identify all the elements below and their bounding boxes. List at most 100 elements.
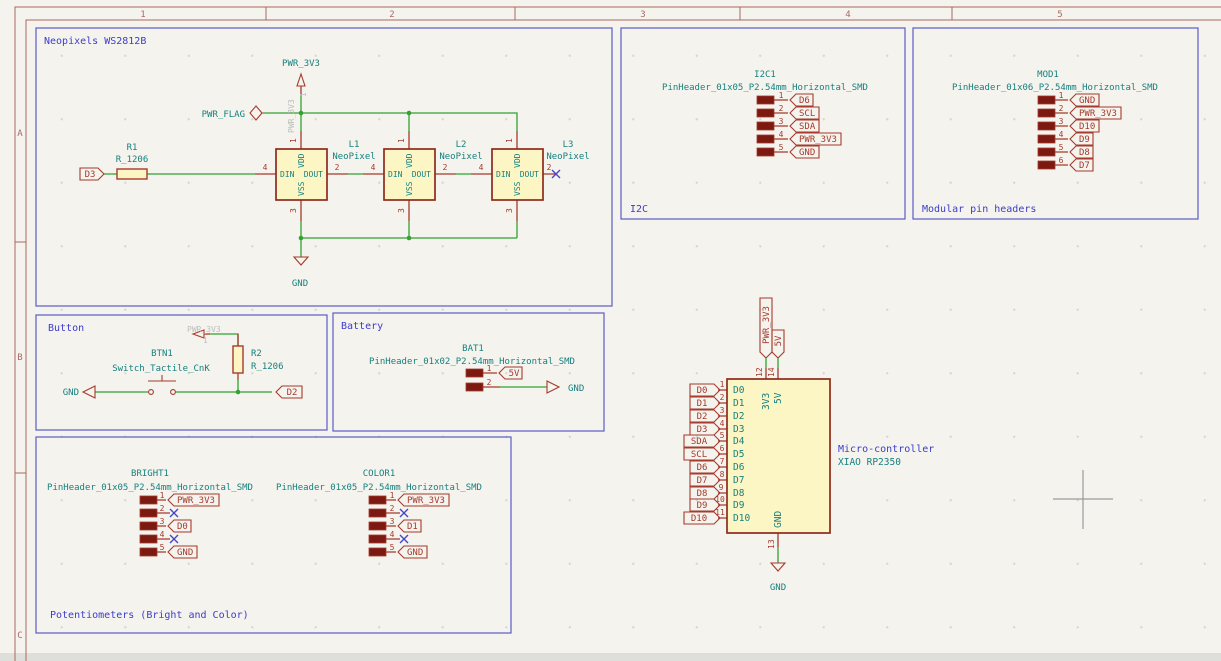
hier-label[interactable]: SCL: [691, 450, 707, 460]
hier-label-d2[interactable]: D2: [275, 385, 303, 399]
pin-pad[interactable]: [139, 534, 158, 544]
hier-label-5v[interactable]: 5V: [498, 366, 523, 380]
section-title-potentiometers[interactable]: Potentiometers (Bright and Color): [50, 610, 249, 621]
hier-label[interactable]: D7: [697, 476, 708, 486]
neopixel-value[interactable]: NeoPixel: [439, 152, 482, 162]
hier-label[interactable]: GND: [799, 148, 815, 158]
label-shape[interactable]: [789, 106, 820, 120]
section-box-i2c[interactable]: [620, 27, 906, 220]
pin-pad[interactable]: [465, 368, 484, 378]
global-label-shape-pwr3v3[interactable]: [759, 297, 773, 359]
label-shape[interactable]: [683, 434, 721, 448]
hier-label-gnd-left[interactable]: GND: [63, 385, 96, 399]
hier-label[interactable]: PWR_3V3: [1079, 109, 1117, 119]
header-footprint[interactable]: PinHeader_01x05_P2.54mm_Horizontal_SMD: [276, 483, 482, 493]
hier-label[interactable]: PWR_3V3: [177, 496, 215, 506]
label-shape[interactable]: [789, 119, 820, 133]
neopixel-ref[interactable]: L3: [563, 140, 574, 150]
section-title-neopixels[interactable]: Neopixels WS2812B: [44, 36, 146, 47]
i2c-header[interactable]: I2C1 PinHeader_01x05_P2.54mm_Horizontal_…: [662, 70, 868, 159]
label-shape[interactable]: [689, 422, 721, 436]
resistor-value[interactable]: R_1206: [116, 155, 149, 165]
no-connect-icon[interactable]: [169, 534, 179, 544]
label-shape[interactable]: [689, 460, 721, 474]
hier-label[interactable]: D10: [691, 514, 707, 524]
pin-pad[interactable]: [1037, 160, 1056, 170]
button-section[interactable]: PWR_3V3 1 R2 R_1206 BTN1 Switch_Tactile_…: [63, 325, 303, 399]
pin-pad[interactable]: [756, 108, 775, 118]
pins[interactable]: [471, 131, 556, 221]
hier-label[interactable]: D6: [799, 96, 810, 106]
gnd-symbol-mcu[interactable]: GND: [769, 562, 787, 593]
hier-label[interactable]: D6: [697, 463, 708, 473]
power-symbol-pwr3v3[interactable]: PWR_3V3 PWR_3V3 1: [282, 59, 320, 133]
hier-label[interactable]: D1: [407, 522, 418, 532]
pins[interactable]: [363, 131, 456, 221]
hier-label[interactable]: D1: [697, 399, 708, 409]
mcu-ref[interactable]: Micro-controller: [838, 444, 934, 455]
label-shape[interactable]: [397, 519, 422, 533]
neopixel-body[interactable]: [383, 148, 436, 201]
hier-label[interactable]: D10: [1079, 122, 1095, 132]
resistor-ref[interactable]: R1: [127, 143, 138, 153]
label-shape[interactable]: [79, 167, 105, 181]
label-shape[interactable]: [1069, 119, 1100, 133]
hier-label-d3[interactable]: D3: [79, 167, 105, 181]
mcu-value[interactable]: XIAO RP2350: [838, 457, 901, 468]
hier-label-gnd-right[interactable]: GND: [546, 380, 584, 394]
section-box-neopixels[interactable]: [35, 27, 613, 307]
header-footprint[interactable]: PinHeader_01x02_P2.54mm_Horizontal_SMD: [369, 357, 575, 367]
neopixel-ref[interactable]: L2: [456, 140, 467, 150]
pins[interactable]: [157, 499, 170, 553]
resistor-ref[interactable]: R2: [251, 349, 262, 359]
wires-top[interactable]: [765, 358, 779, 368]
color-header[interactable]: COLOR1 PinHeader_01x05_P2.54mm_Horizonta…: [276, 469, 482, 559]
pin-pad[interactable]: [756, 134, 775, 144]
pin-pad[interactable]: [368, 521, 387, 531]
label-shape[interactable]: [689, 409, 721, 423]
gnd-icon[interactable]: [769, 562, 787, 572]
power-flag-icon[interactable]: [249, 105, 264, 121]
pins[interactable]: [255, 131, 348, 221]
header-ref[interactable]: BAT1: [462, 344, 484, 354]
gnd-label[interactable]: GND: [770, 583, 786, 593]
pins[interactable]: [386, 499, 400, 553]
section-box-button[interactable]: [35, 314, 328, 431]
pin-pad[interactable]: [139, 508, 158, 518]
label-text[interactable]: GND: [568, 384, 584, 394]
label-shape[interactable]: [689, 396, 721, 410]
pin-pad[interactable]: [756, 147, 775, 157]
pin-pad[interactable]: [139, 547, 158, 557]
hier-label[interactable]: SDA: [691, 437, 708, 447]
pins-vertical[interactable]: [765, 368, 779, 547]
global-label-shape-5v[interactable]: [771, 329, 785, 359]
hier-label[interactable]: D7: [1079, 161, 1090, 171]
gnd-symbol-neopixels[interactable]: GND: [292, 256, 310, 289]
label-shape[interactable]: [275, 385, 303, 399]
header-footprint[interactable]: PinHeader_01x05_P2.54mm_Horizontal_SMD: [47, 483, 253, 493]
switch-ref[interactable]: BTN1: [151, 349, 173, 359]
section-title-modular[interactable]: Modular pin headers: [922, 204, 1036, 215]
section-title-i2c[interactable]: I2C: [630, 204, 648, 215]
section-title-battery[interactable]: Battery: [341, 321, 383, 332]
global-label-5v[interactable]: 5V: [774, 335, 784, 346]
pin-pad[interactable]: [368, 547, 387, 557]
hier-label[interactable]: D3: [697, 425, 708, 435]
label-shape[interactable]: [683, 447, 721, 461]
wire-vss-bus[interactable]: [300, 221, 518, 257]
gnd-label[interactable]: GND: [292, 279, 308, 289]
header-footprint[interactable]: PinHeader_01x06_P2.54mm_Horizontal_SMD: [952, 83, 1158, 93]
hier-label[interactable]: D0: [177, 522, 188, 532]
global-label-pwr3v3[interactable]: PWR_3V3: [762, 306, 772, 344]
pin-pad[interactable]: [1037, 95, 1056, 105]
neopixel-l2[interactable]: DIN DOUT VDD VSS 4 2 1 3 L2 NeoPixel: [363, 131, 483, 221]
no-connect-icon[interactable]: [169, 508, 179, 518]
label-text[interactable]: 5V: [509, 369, 520, 379]
section-box-potentiometers[interactable]: [35, 436, 512, 634]
hier-label[interactable]: GND: [407, 548, 423, 558]
neopixel-l1[interactable]: DIN DOUT VDD VSS 4 2 1 3 L1 NeoPixel: [255, 131, 376, 221]
resistor-value[interactable]: R_1206: [251, 362, 284, 372]
power-flag-label[interactable]: PWR_FLAG: [202, 110, 245, 120]
label-shape[interactable]: [1069, 106, 1122, 120]
pin-pad[interactable]: [756, 121, 775, 131]
